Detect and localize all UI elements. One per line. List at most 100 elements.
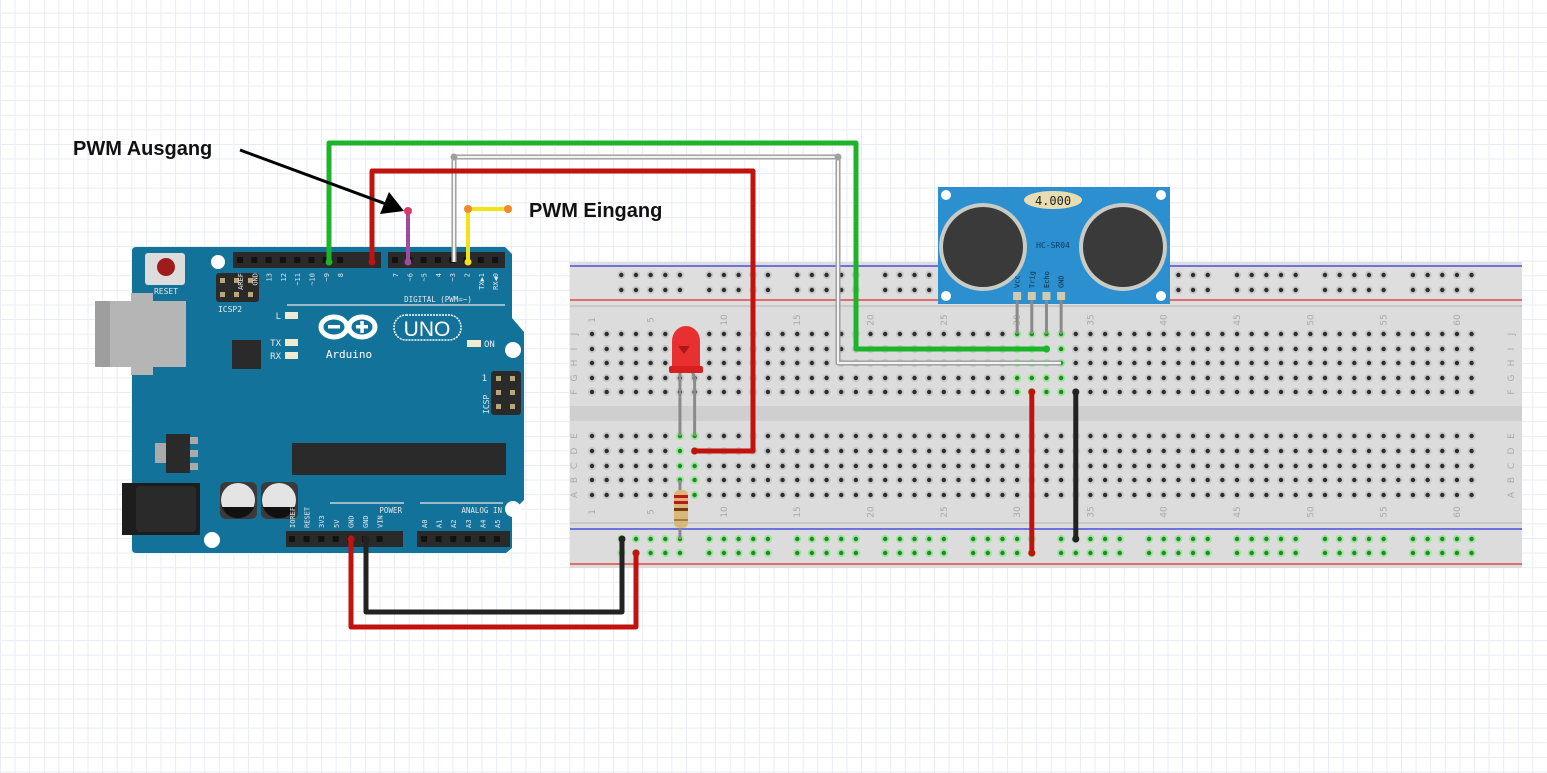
header-pin[interactable] xyxy=(376,536,383,542)
header-pin[interactable] xyxy=(279,257,286,263)
header-pin[interactable] xyxy=(294,257,301,263)
hole-center xyxy=(1146,477,1152,483)
header-pin[interactable] xyxy=(237,257,243,263)
hole-center xyxy=(663,550,668,556)
header-pin[interactable] xyxy=(289,536,295,542)
hole-center xyxy=(1102,360,1108,366)
hole-center xyxy=(1190,477,1196,483)
hole-center xyxy=(692,492,697,498)
hole-center xyxy=(1088,492,1093,498)
header-pin[interactable] xyxy=(303,536,310,542)
hole-center xyxy=(1308,477,1313,483)
header-pin[interactable] xyxy=(420,257,427,263)
header-pin[interactable] xyxy=(392,257,398,263)
hole-center xyxy=(824,375,829,381)
header-pin[interactable] xyxy=(265,257,272,263)
hole-center xyxy=(1176,536,1181,542)
hole-center xyxy=(1117,536,1122,542)
header-pin[interactable] xyxy=(308,257,315,263)
hole-center xyxy=(1454,360,1460,366)
hole-center xyxy=(795,287,800,293)
hole-center xyxy=(1454,375,1460,381)
header-pin[interactable] xyxy=(464,536,471,542)
wire-red-5v[interactable] xyxy=(348,536,639,630)
hole-center xyxy=(1058,492,1064,498)
hole-center xyxy=(1161,389,1166,395)
hole-center xyxy=(941,433,947,439)
hole-center xyxy=(1410,272,1416,278)
hole-center xyxy=(1000,536,1005,542)
hole-center xyxy=(853,492,859,498)
header-pin[interactable] xyxy=(494,536,500,542)
hole-center xyxy=(795,346,800,352)
hole-center xyxy=(1161,346,1166,352)
hole-center xyxy=(589,346,595,352)
capacitor xyxy=(220,482,257,519)
hole-center xyxy=(1366,550,1372,556)
hole-center xyxy=(1440,492,1445,498)
column-label: 45 xyxy=(1233,506,1243,517)
hole-center xyxy=(1381,463,1386,469)
hole-center xyxy=(1000,389,1005,395)
header-pin[interactable] xyxy=(337,257,344,263)
hole-center xyxy=(1058,448,1064,454)
hole-center xyxy=(589,463,595,469)
hole-center xyxy=(1410,550,1416,556)
hole-center xyxy=(707,463,712,469)
pin-label: IOREF xyxy=(289,507,297,528)
wire-black-ground[interactable] xyxy=(363,536,625,615)
header-pin[interactable] xyxy=(332,536,339,542)
hole-center xyxy=(1366,433,1372,439)
header-pin[interactable] xyxy=(477,257,484,263)
header-pin[interactable] xyxy=(322,257,329,263)
hole-center xyxy=(897,375,903,381)
hole-center xyxy=(619,448,624,454)
row-label: I xyxy=(1507,348,1517,351)
hole-center xyxy=(985,375,991,381)
row-label: H xyxy=(1507,360,1517,367)
header-pin[interactable] xyxy=(318,536,325,542)
header-pin[interactable] xyxy=(492,257,499,263)
hole-center xyxy=(1366,492,1372,498)
hole-center xyxy=(1073,360,1078,366)
hole-center xyxy=(1469,272,1474,278)
hole-center xyxy=(926,433,932,439)
hole-center xyxy=(1000,477,1005,483)
hole-center xyxy=(1058,477,1064,483)
hole-center xyxy=(633,375,639,381)
hole-center xyxy=(1337,331,1342,337)
hole-center xyxy=(633,463,639,469)
header-pin[interactable] xyxy=(434,257,441,263)
hole-center xyxy=(883,272,888,278)
hole-center xyxy=(1454,550,1460,556)
wire-red-led[interactable] xyxy=(369,168,756,454)
header-pin[interactable] xyxy=(251,257,258,263)
hole-center xyxy=(1088,331,1093,337)
hole-center xyxy=(926,536,932,542)
hole-center xyxy=(736,375,741,381)
header-pin[interactable] xyxy=(435,536,442,542)
column-label: 25 xyxy=(940,506,950,517)
uno-badge xyxy=(393,314,462,341)
hole-center xyxy=(912,375,917,381)
header-pin[interactable] xyxy=(479,536,486,542)
hole-center xyxy=(1190,287,1196,293)
mounting-hole xyxy=(211,255,225,269)
hole-center xyxy=(1102,550,1108,556)
hole-center xyxy=(736,360,741,366)
hole-center xyxy=(1190,375,1196,381)
hole-center xyxy=(824,331,829,337)
hole-center xyxy=(1337,477,1342,483)
header-pin[interactable] xyxy=(421,536,427,542)
hole-center xyxy=(868,477,873,483)
hole-center xyxy=(619,331,624,337)
hole-center xyxy=(736,433,741,439)
hole-center xyxy=(1190,433,1196,439)
reset-label: RESET xyxy=(154,287,178,296)
hole-center xyxy=(883,389,888,395)
header-pin[interactable] xyxy=(450,536,457,542)
hole-center xyxy=(1044,448,1049,454)
hole-center xyxy=(663,477,668,483)
hole-center xyxy=(1425,375,1430,381)
hole-center xyxy=(1176,375,1181,381)
